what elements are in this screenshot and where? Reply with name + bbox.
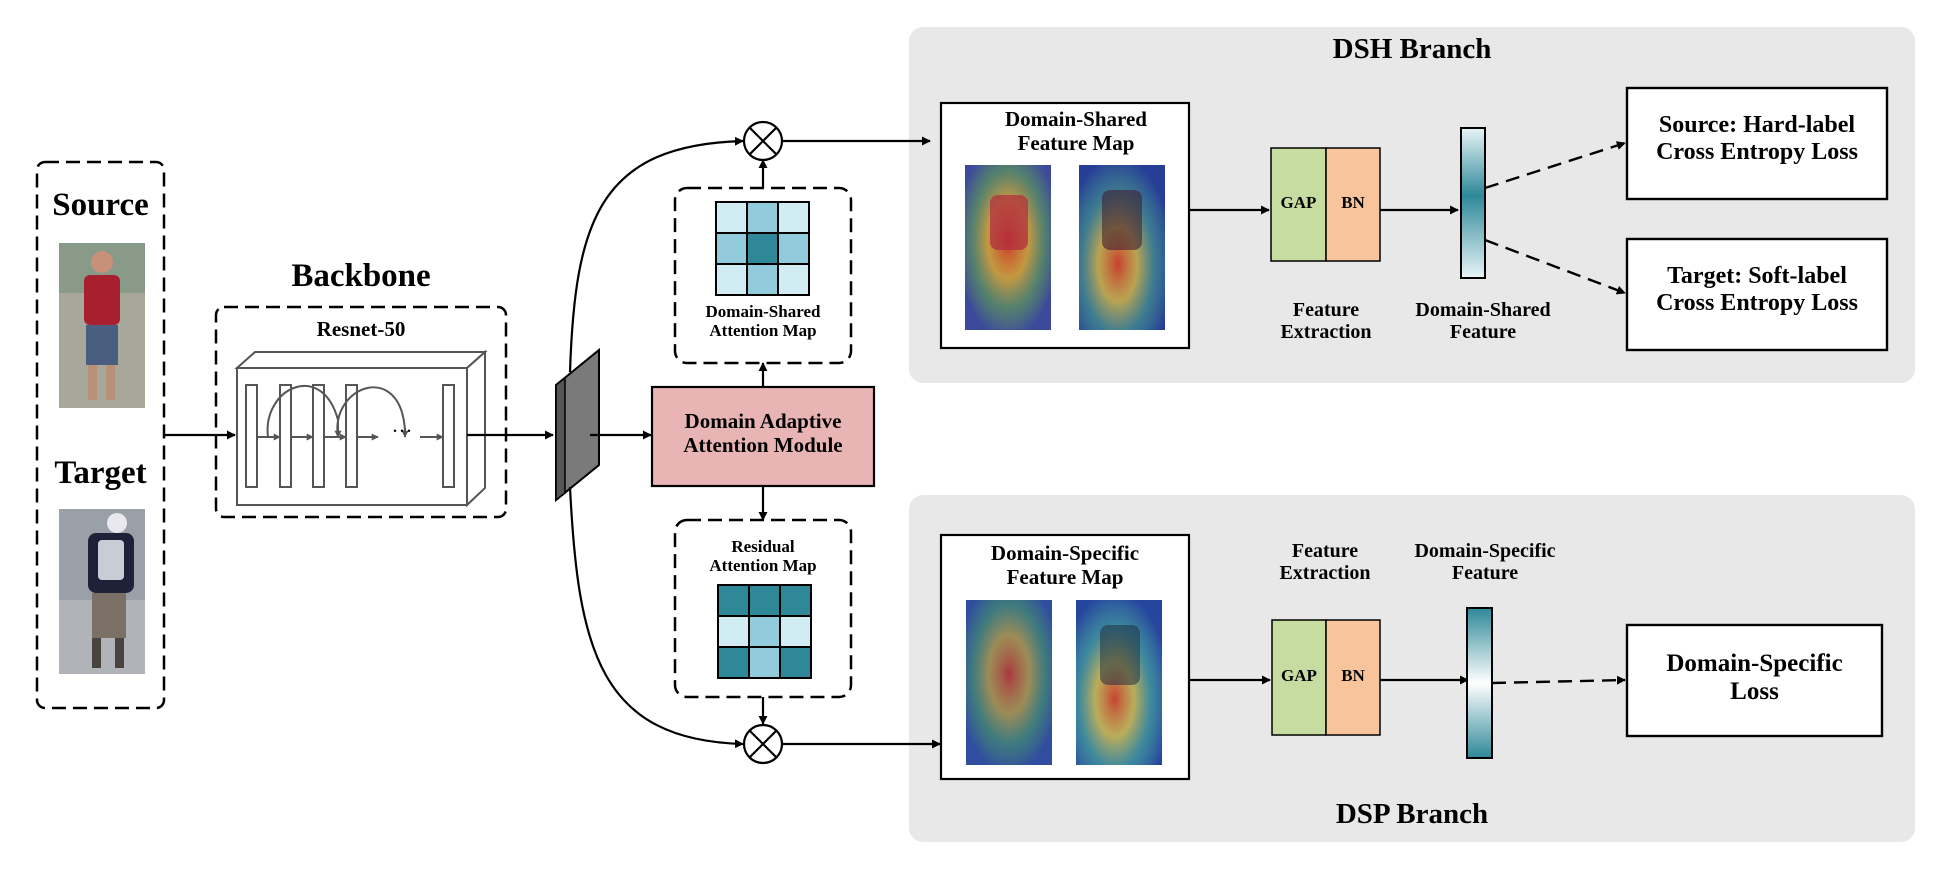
source-loss-label: Source: Hard-label Cross Entropy Loss [1627,112,1887,166]
dsp-feature-line2: Feature [1451,562,1519,585]
dsh-feature-map-line1: Domain-Shared [1005,107,1147,131]
source-loss-line2: Cross Entropy Loss [1656,138,1858,165]
source-label: Source [52,187,149,223]
multiply-operator-bottom [742,723,784,765]
target-loss-label: Target: Soft-label Cross Entropy Loss [1627,263,1887,317]
attention-module-box [650,385,876,488]
attention-cell [746,232,779,265]
attention-cell [717,615,750,648]
shared-attention-grid [715,201,810,296]
dsp-feature-map-line2: Feature Map [1006,564,1124,589]
dsp-loss-box [1625,623,1884,738]
shared-attention-map-line1: Domain-Shared [705,302,821,321]
attention-cell [777,201,810,234]
dsh-feature-map-line2: Feature Map [1017,130,1135,155]
target-image [59,509,145,674]
attention-cell [715,232,748,265]
residual-attention-grid [717,584,812,679]
shared-attention-map-line2: Attention Map [709,321,817,341]
dsp-loss-line1: Domain-Specific [1666,650,1843,677]
target-loss-line2: Cross Entropy Loss [1656,289,1858,316]
attention-cell [717,646,750,679]
dsp-bn-box [1325,619,1381,736]
dsp-extraction-line1: Feature [1291,540,1359,562]
residual-attention-map-line1: Residual [731,537,795,556]
source-loss-line1: Source: Hard-label [1658,112,1856,138]
dsp-loss-label: Domain-Specific Loss [1627,650,1882,706]
shared-attention-map-box [673,186,853,365]
dsh-heatmap-target [1079,165,1165,330]
attention-cell [777,232,810,265]
attention-cell [715,201,748,234]
backbone-title: Backbone [291,258,431,294]
dsp-loss-line2: Loss [1730,678,1779,705]
attention-module-line1: Domain Adaptive [684,409,842,433]
dsh-feature-line2: Feature [1449,321,1517,344]
dsh-bn-box [1325,147,1381,262]
resnet-internal-arrows [257,422,444,441]
residual-attention-map-label: Residual Attention Map [675,537,851,575]
dsh-gap-label: GAP [1280,193,1317,212]
loss-dashed-arrows [1484,141,1626,685]
dsp-heatmap-target [1076,600,1162,765]
attention-cell [715,263,748,296]
dsh-feature-map-label: Domain-Shared Feature Map [941,107,1211,155]
dsh-heatmap-source [965,165,1051,330]
target-loss-box [1625,237,1889,352]
main-flow-arrows [164,136,1469,749]
dsp-gap-label: GAP [1281,666,1317,685]
source-loss-box [1625,86,1889,201]
target-label: Target [54,455,147,491]
attention-cell [779,615,812,648]
dsh-branch-title: DSH Branch [1332,33,1492,65]
attention-module-line2: Attention Module [683,432,843,457]
dsh-feature-label: Domain-Shared Feature [1393,299,1573,344]
dsp-bn-label: BN [1341,666,1365,685]
attention-module-label: Domain Adaptive Attention Module [652,409,874,457]
dsp-heatmap-source [966,600,1052,765]
residual-attention-map-line2: Attention Map [709,556,817,576]
attention-cell [748,646,781,679]
dsh-gap-box [1270,147,1327,262]
attention-cell [779,584,812,617]
attention-cell [779,646,812,679]
feature-slab [555,347,600,503]
multiply-operator-top [742,120,784,162]
dsh-extraction-line1: Feature [1292,299,1360,321]
dsp-feature-label: Domain-Specific Feature [1395,540,1575,585]
dsp-extraction-label: Feature Extraction [1250,540,1400,585]
attention-cell [748,615,781,648]
resnet-block [234,349,488,508]
dsp-feature-line1: Domain-Specific [1414,540,1556,562]
attention-cell [717,584,750,617]
dsp-branch-title: DSP Branch [1335,798,1489,830]
resnet-ellipsis: ··· [391,419,413,443]
target-loss-line1: Target: Soft-label [1667,263,1847,289]
attention-cell [746,263,779,296]
dsp-extraction-line2: Extraction [1279,562,1371,585]
dsh-feature-bar [1460,127,1486,279]
dsp-feature-map-label: Domain-Specific Feature Map [941,541,1189,589]
dsh-extraction-label: Feature Extraction [1251,299,1401,344]
dsp-feature-map-line1: Domain-Specific [990,541,1140,565]
dsh-feature-line1: Domain-Shared [1415,299,1551,321]
attention-cell [746,201,779,234]
source-image [59,243,145,408]
residual-attention-map-box [673,518,853,699]
attention-cell [777,263,810,296]
attention-cell [748,584,781,617]
dsh-bn-label: BN [1341,193,1365,212]
backbone-box [214,305,508,519]
dsh-extraction-line2: Extraction [1280,321,1372,344]
resnet-label: Resnet-50 [316,317,406,341]
dsp-feature-bar [1466,607,1493,759]
shared-attention-map-label: Domain-Shared Attention Map [675,302,851,340]
